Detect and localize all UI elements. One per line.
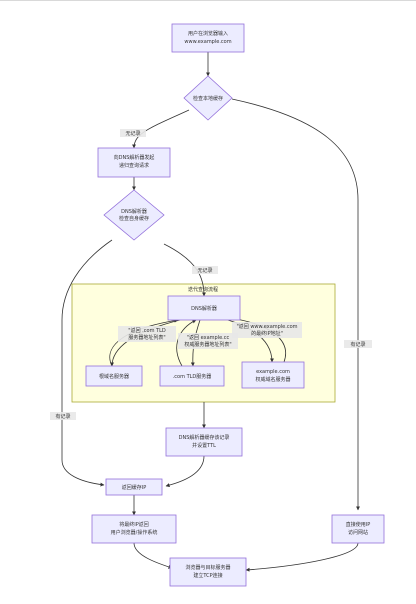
node-tld-server: .com TLD服务器	[159, 365, 225, 387]
svg-text:"返回 .com TLD: "返回 .com TLD	[128, 327, 166, 334]
svg-text:DNS解析器: DNS解析器	[121, 208, 147, 215]
svg-text:DNS解析器缓存该记录: DNS解析器缓存该记录	[179, 434, 230, 441]
svg-text:用户在浏览器输入: 用户在浏览器输入	[188, 30, 228, 37]
svg-text:检查自身缓存: 检查自身缓存	[119, 215, 149, 222]
svg-text:建立TCP连接: 建立TCP连接	[193, 572, 222, 579]
svg-text:example.com: example.com	[256, 369, 290, 375]
svg-text:.com TLD服务器: .com TLD服务器	[173, 373, 212, 380]
node-check-local-cache: 检查本地缓存	[183, 75, 233, 121]
node-resolver-query: 向DNS解析器发起 递归查询请求	[97, 147, 171, 178]
edge-cache-to-return	[61, 239, 113, 487]
edge-direct-to-tcp	[245, 542, 359, 572]
svg-text:权威域名服务器: 权威域名服务器	[255, 376, 290, 383]
svg-text:用户浏览器/操作系统: 用户浏览器/操作系统	[111, 529, 158, 536]
node-auth-server: example.com 权威域名服务器	[241, 361, 305, 389]
node-user-input: 用户在浏览器输入 www.example.com	[171, 23, 245, 53]
node-tcp-connect: 浏览器与目标服务器 建立TCP连接	[169, 557, 247, 587]
edge-os-to-tcp	[133, 542, 173, 569]
svg-text:无记录: 无记录	[197, 267, 212, 274]
node-cache-ttl: DNS解析器缓存该记录 并设置TTL	[165, 427, 243, 457]
cluster-label: 迭代查询流程	[188, 286, 218, 293]
node-return-cached-ip: 返回缓存IP	[105, 478, 163, 496]
edge-label-no-record-1: 无记录	[120, 129, 146, 137]
node-return-to-os: 将最终IP返回 用户浏览器/操作系统	[91, 514, 177, 544]
edge-label-has-record-left: 有记录	[50, 412, 76, 420]
svg-text:有记录: 有记录	[350, 341, 365, 348]
svg-text:返回缓存IP: 返回缓存IP	[122, 484, 147, 491]
node-resolver-cache-check: DNS解析器 检查自身缓存	[103, 189, 165, 241]
svg-text:"返回 example.cc: "返回 example.cc	[187, 334, 230, 341]
svg-text:"返回 www.example.com: "返回 www.example.com	[236, 323, 297, 330]
edge-check-to-direct	[231, 98, 360, 511]
svg-text:服务器地址列表": 服务器地址列表"	[128, 334, 165, 341]
svg-text:权威服务器地址列表": 权威服务器地址列表"	[184, 341, 231, 348]
edge-label-auth-reply: "返回 www.example.com 的最终IP地址"	[232, 322, 302, 338]
svg-text:根域名服务器: 根域名服务器	[99, 373, 129, 380]
svg-text:直接使用IP: 直接使用IP	[346, 521, 371, 528]
svg-text:访问网站: 访问网站	[348, 529, 368, 536]
edge-label-root-reply: "返回 .com TLD 服务器地址列表"	[118, 326, 176, 342]
node-root-server: 根域名服务器	[85, 365, 143, 387]
svg-text:有记录: 有记录	[55, 413, 70, 420]
svg-text:检查本地缓存: 检查本地缓存	[193, 95, 223, 102]
svg-text:www.example.com: www.example.com	[184, 39, 231, 45]
edge-label-tld-reply: "返回 example.cc 权威服务器地址列表"	[178, 333, 238, 349]
svg-text:浏览器与目标服务器: 浏览器与目标服务器	[185, 564, 230, 571]
node-direct-access: 直接使用IP 访问网站	[331, 514, 385, 544]
svg-text:DNS解析器: DNS解析器	[191, 305, 217, 312]
top-divider	[0, 0, 416, 1]
edge-check-to-query	[132, 109, 190, 149]
edge-ttl-to-return	[165, 455, 205, 488]
svg-text:无记录: 无记录	[125, 130, 140, 137]
svg-text:并设置TTL: 并设置TTL	[192, 442, 216, 449]
node-dns-resolver: DNS解析器	[167, 295, 241, 321]
edge-label-has-record-right: 有记录	[344, 340, 372, 348]
svg-text:递归查询请求: 递归查询请求	[119, 162, 149, 169]
svg-text:将最终IP返回: 将最终IP返回	[119, 521, 149, 528]
edge-label-no-record-2: 无记录	[192, 266, 218, 274]
svg-text:的最终IP地址": 的最终IP地址"	[251, 330, 283, 337]
svg-text:向DNS解析器发起: 向DNS解析器发起	[114, 154, 155, 161]
